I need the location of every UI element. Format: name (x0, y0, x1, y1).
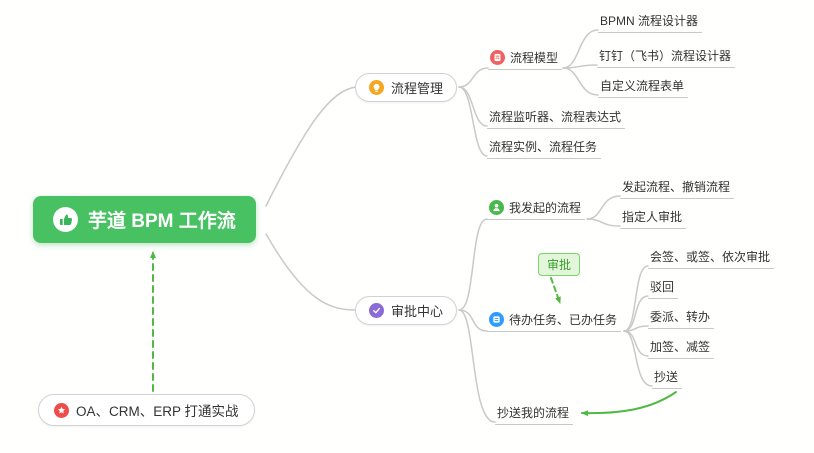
star-icon (54, 402, 69, 418)
node-label: 流程管理 (391, 81, 444, 96)
green-arrows (150, 251, 677, 417)
node-cc-my-process[interactable]: 抄送我的流程 (495, 403, 574, 425)
node-label: 审批中心 (391, 304, 444, 319)
thumbs-up-icon (53, 207, 78, 232)
node-label: 待办任务、已办任务 (509, 313, 618, 327)
gray-links (265, 29, 653, 423)
node-custom-process-form[interactable]: 自定义流程表单 (598, 76, 689, 98)
approval-badge[interactable]: 审批 (538, 253, 581, 276)
node-process-model[interactable]: 流程模型 (488, 48, 563, 70)
person-icon (489, 200, 504, 215)
node-cc[interactable]: 抄送 (652, 367, 683, 389)
root-label: 芋道 BPM 工作流 (88, 211, 236, 232)
node-oa-crm-erp-practice[interactable]: OA、CRM、ERP 打通实战 (38, 394, 255, 426)
node-initiate-cancel-process[interactable]: 发起流程、撤销流程 (620, 177, 735, 199)
node-label: 流程模型 (510, 51, 559, 65)
node-label: OA、CRM、ERP 打通实战 (76, 404, 239, 419)
check-icon (369, 303, 384, 318)
node-dingtalk-feishu-designer[interactable]: 钉钉（飞书）流程设计器 (597, 46, 736, 68)
node-reject[interactable]: 驳回 (648, 277, 679, 299)
lightbulb-icon (369, 80, 384, 95)
node-my-initiated-process[interactable]: 我发起的流程 (487, 198, 586, 220)
node-instance-task[interactable]: 流程实例、流程任务 (487, 137, 602, 159)
node-assignee-approval[interactable]: 指定人审批 (620, 207, 687, 229)
root-node[interactable]: 芋道 BPM 工作流 (33, 196, 256, 243)
node-label: 我发起的流程 (509, 201, 582, 215)
node-countersign[interactable]: 会签、或签、依次审批 (648, 247, 775, 269)
tasks-icon (489, 312, 504, 327)
node-listener-expression[interactable]: 流程监听器、流程表达式 (487, 107, 626, 129)
node-delegate-transfer[interactable]: 委派、转办 (648, 307, 715, 329)
node-add-reduce-sign[interactable]: 加签、减签 (648, 337, 715, 359)
document-icon (490, 50, 505, 65)
node-approval-center[interactable]: 审批中心 (355, 296, 458, 325)
node-bpmn-designer[interactable]: BPMN 流程设计器 (598, 11, 703, 33)
node-todo-done-tasks[interactable]: 待办任务、已办任务 (487, 310, 622, 332)
node-process-management[interactable]: 流程管理 (355, 73, 458, 102)
